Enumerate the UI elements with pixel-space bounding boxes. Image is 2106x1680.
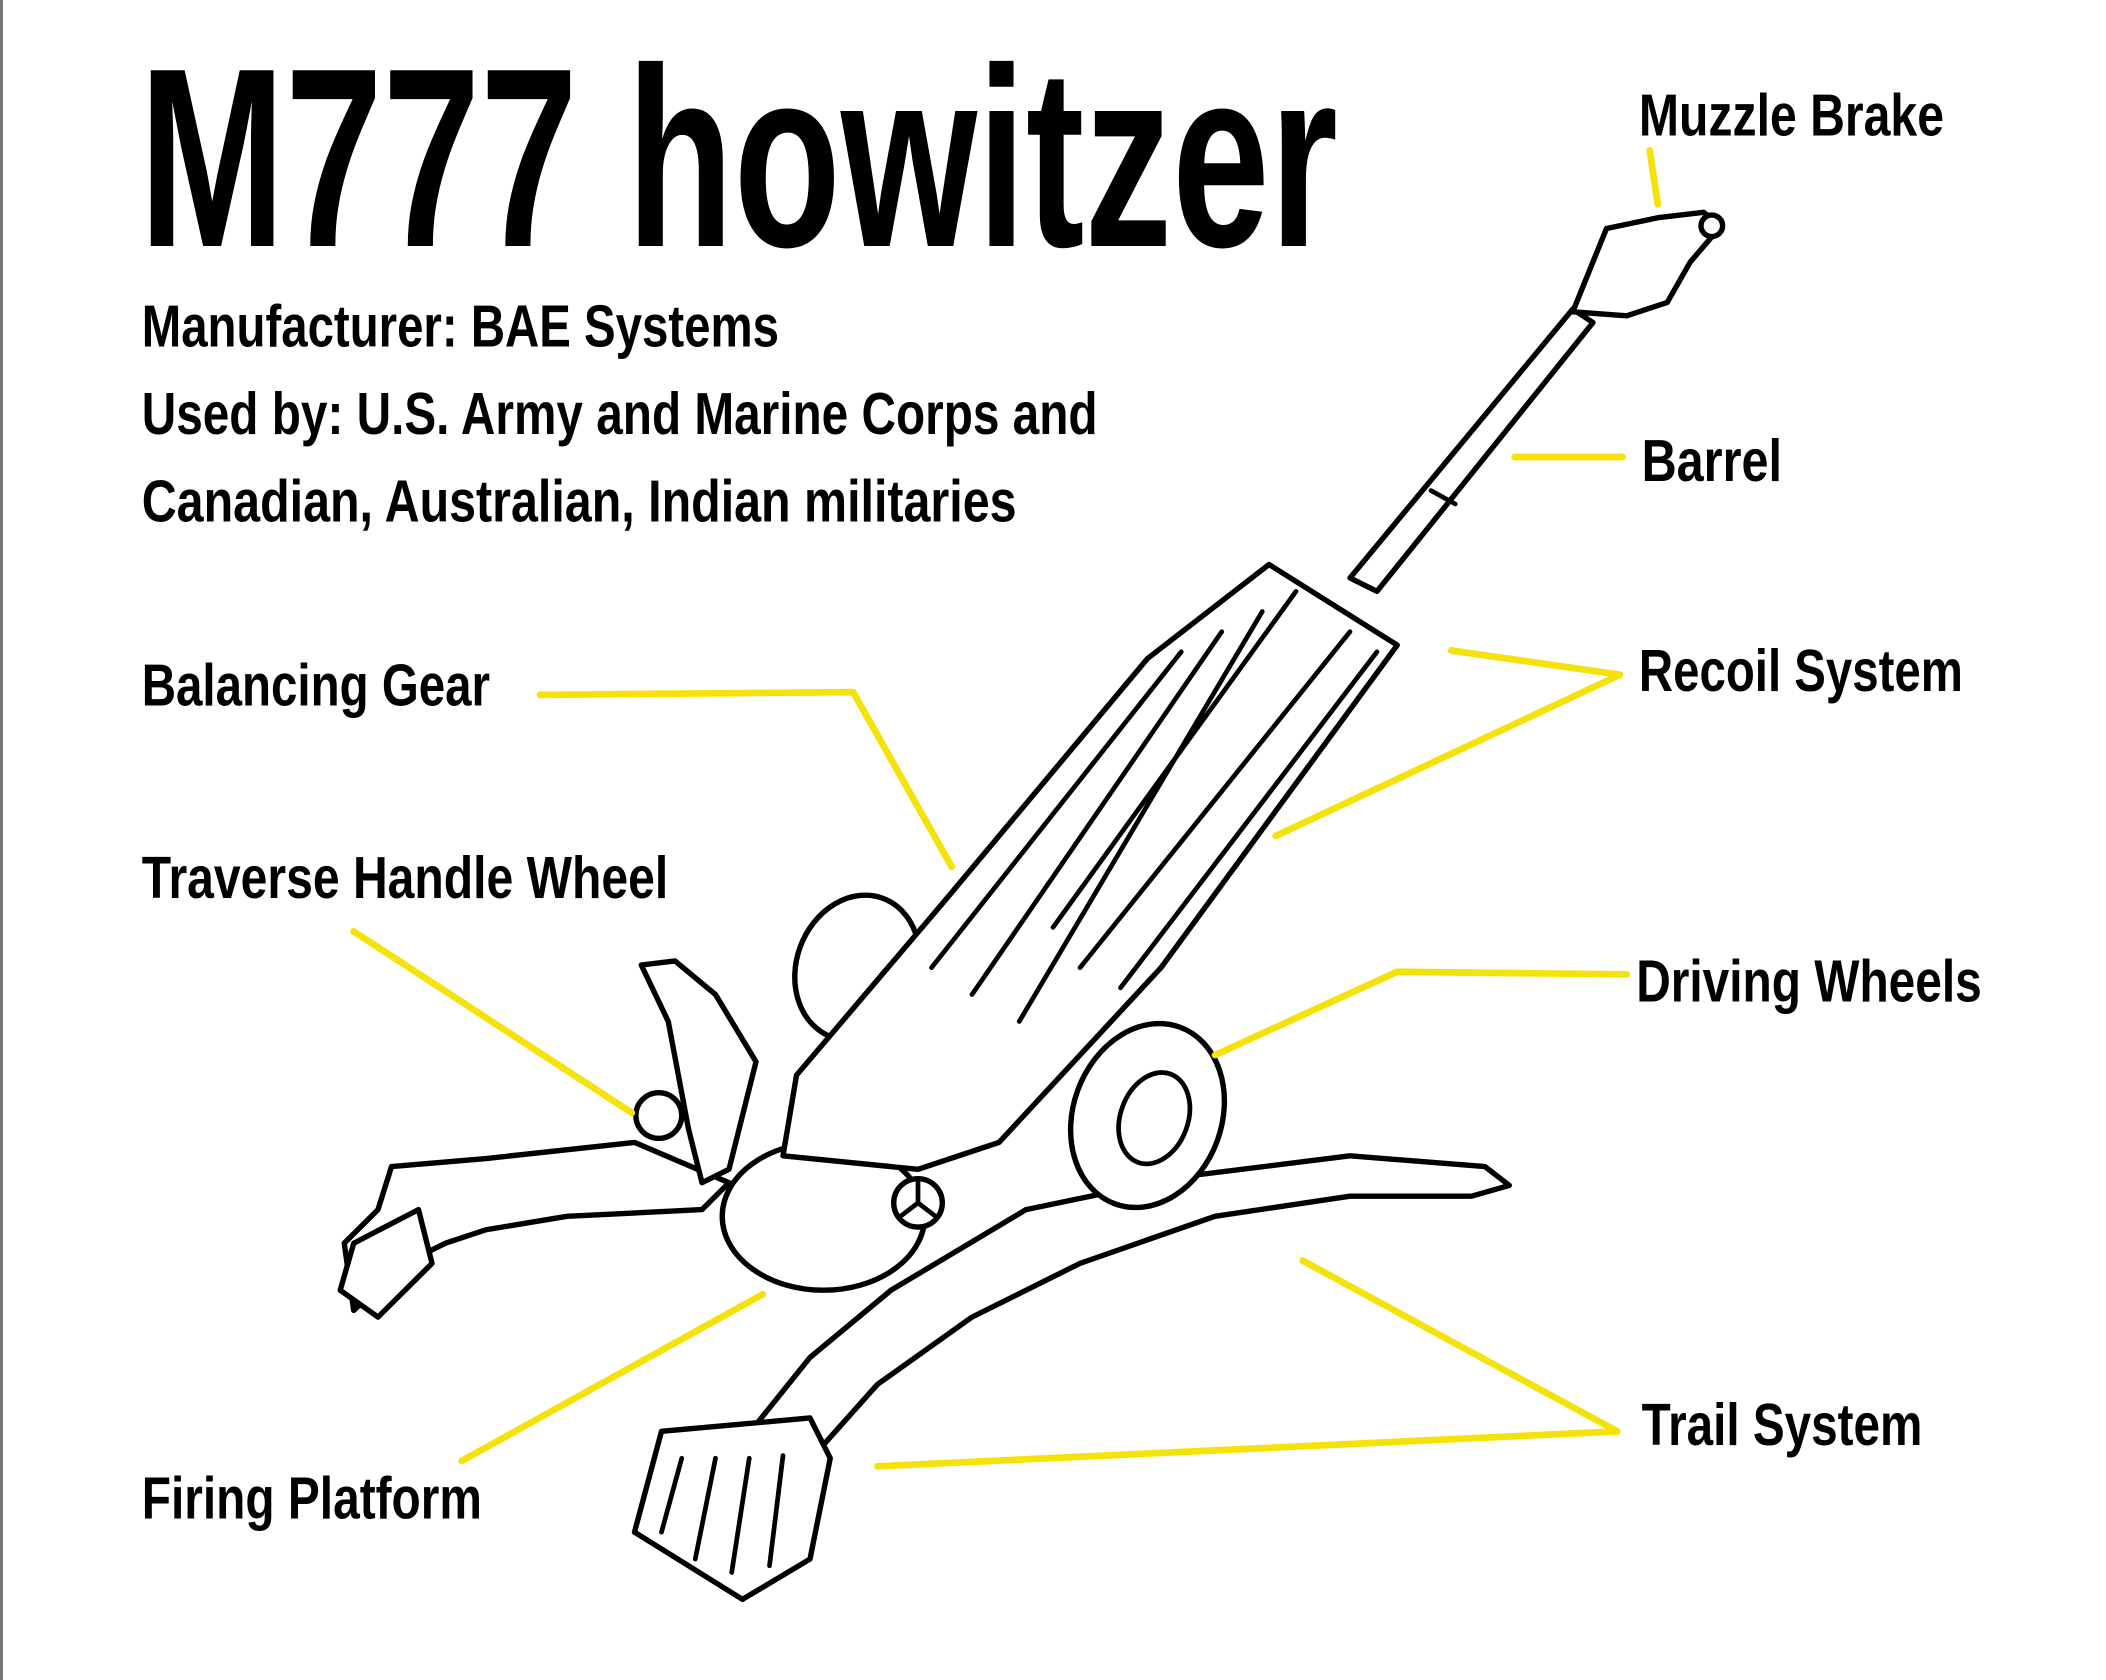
leader-lines [350, 147, 1662, 1470]
howitzer-illustration [337, 209, 1726, 1603]
leader-balancing-gear [536, 688, 956, 871]
label-muzzle-brake: Muzzle Brake [1639, 82, 1944, 149]
right-trail [753, 1153, 1513, 1448]
label-driving-wheels: Driving Wheels [1636, 947, 1982, 1014]
label-traverse-handle-wheel: Traverse Handle Wheel [142, 844, 669, 911]
label-balancing-gear: Balancing Gear [142, 652, 490, 719]
used-by-line-2: Canadian, Australian, Indian militaries [142, 468, 1017, 535]
leader-traverse-handle-wheel [350, 928, 636, 1117]
leader-muzzle-brake [1646, 147, 1662, 208]
label-recoil-system: Recoil System [1639, 637, 1963, 704]
label-trail-system: Trail System [1642, 1391, 1923, 1458]
left-spade [337, 1206, 435, 1320]
leader-trail-system [874, 1257, 1621, 1470]
barrel [1347, 306, 1596, 595]
title: M777 howitzer [139, 15, 1338, 300]
manufacturer-text: Manufacturer: BAE Systems [142, 293, 779, 360]
used-by-line-1: Used by: U.S. Army and Marine Corps and [142, 380, 1098, 447]
label-firing-platform: Firing Platform [142, 1465, 482, 1532]
leader-firing-platform [458, 1290, 767, 1465]
leader-recoil-system [1272, 647, 1624, 840]
left-trail [341, 1139, 732, 1314]
cradle [780, 561, 1400, 1172]
left-border [0, 0, 3, 1680]
leader-driving-wheels [1211, 968, 1631, 1059]
traverse-handle-wheel [633, 1089, 685, 1142]
label-barrel: Barrel [1642, 427, 1782, 494]
near-wheel [1067, 1020, 1228, 1211]
